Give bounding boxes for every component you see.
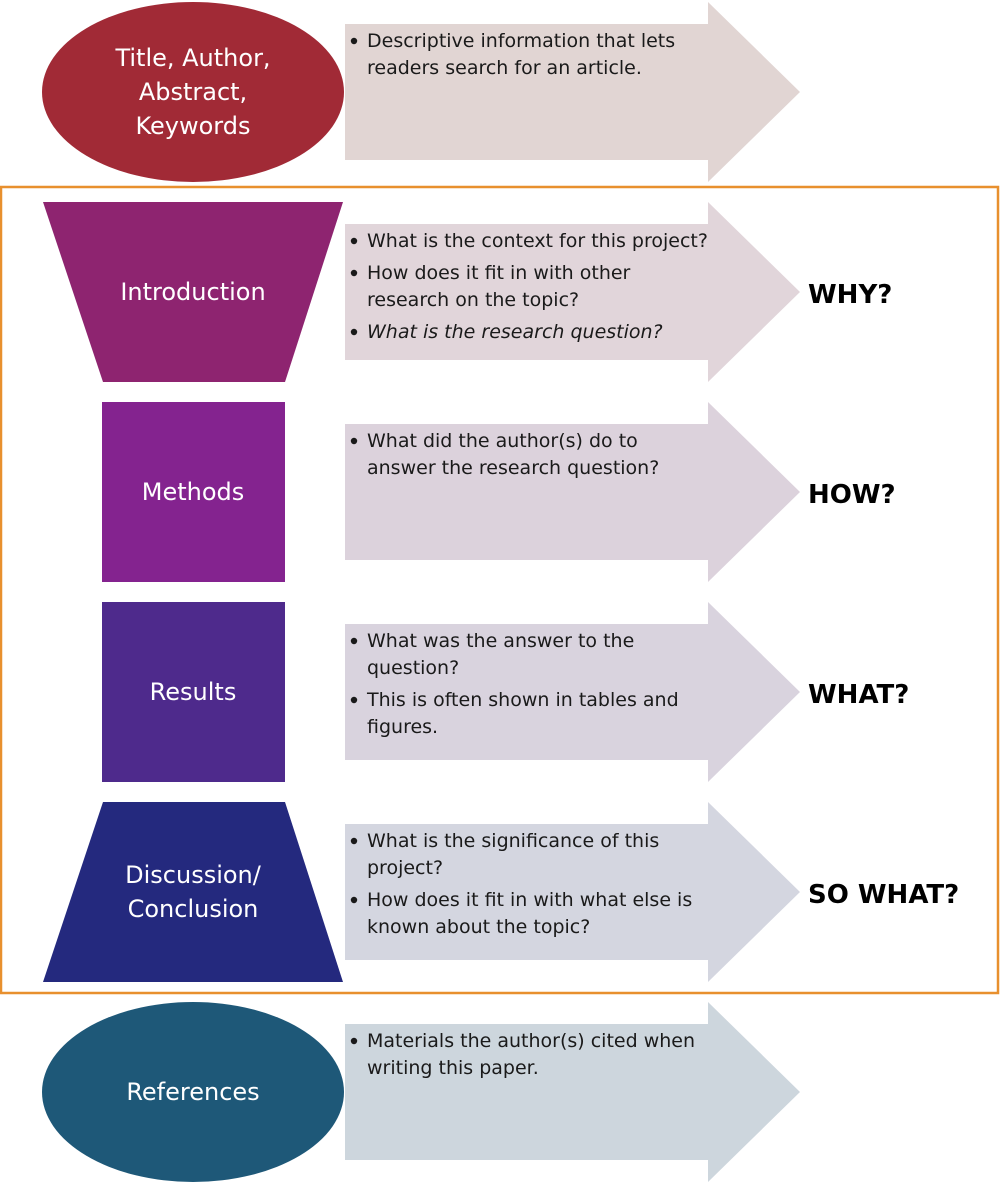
methods-bullet-text: answer the research question? (367, 457, 659, 479)
introduction-label: Introduction (120, 278, 265, 306)
bullet-dot (350, 37, 358, 45)
methods-bullet-text: What did the author(s) do to (367, 430, 638, 452)
results-bullet-text: figures. (367, 716, 438, 738)
discussion-funnel-up-shape (43, 802, 343, 982)
results-arrow-shape (345, 602, 800, 782)
results-bullet-text: This is often shown in tables and (366, 689, 679, 711)
bullet-dot (350, 896, 358, 904)
introduction-question-label: WHY? (808, 280, 892, 310)
section-results: Results What was the answer to the questio… (102, 602, 909, 782)
bullet-dot (350, 837, 358, 845)
introduction-bullet-text: research on the topic? (367, 289, 579, 311)
introduction-bullet-text: How does it fit in with other (367, 262, 631, 284)
introduction-funnel-down-shape (43, 202, 343, 382)
discussion-arrow-shape (345, 802, 800, 982)
introduction-bullet-text: What is the context for this project? (367, 230, 708, 252)
title-arrow-shape (345, 2, 800, 182)
results-question-label: WHAT? (808, 680, 909, 710)
discussion-question-label: SO WHAT? (808, 880, 959, 910)
bullet-dot (350, 637, 358, 645)
discussion-bullet-text: project? (367, 857, 443, 879)
bullet-dot (350, 269, 358, 277)
section-methods: Methods What did the author(s) do to answe… (102, 402, 896, 582)
title-label: Abstract, (139, 78, 247, 106)
results-rectangle-shape (102, 602, 285, 782)
section-discussion: Discussion/Conclusion What is the signifi… (43, 802, 959, 982)
section-references: References Materials the author(s) cited … (42, 1002, 800, 1182)
title-bullet-text: Descriptive information that lets (367, 30, 675, 52)
title-bullet-text: readers search for an article. (367, 57, 642, 79)
bullet-dot (350, 1037, 358, 1045)
title-label: Keywords (135, 112, 250, 140)
bullet-dot (350, 237, 358, 245)
discussion-bullet-text: known about the topic? (367, 916, 590, 938)
title-oval-shape (42, 2, 344, 182)
introduction-bullet-text: What is the research question? (367, 321, 663, 343)
results-bullet-text: What was the answer to the (367, 630, 634, 652)
bullet-dot (350, 437, 358, 445)
methods-question-label: HOW? (808, 480, 896, 510)
results-label: Results (150, 678, 237, 706)
references-oval-shape (42, 1002, 344, 1182)
bullet-dot (350, 696, 358, 704)
references-bullet-text: Materials the author(s) cited when (367, 1030, 695, 1052)
references-bullet-text: writing this paper. (367, 1057, 539, 1079)
methods-label: Methods (142, 478, 245, 506)
references-label: References (126, 1078, 259, 1106)
core-sections-frame (0, 185, 1000, 995)
bullet-dot (350, 328, 358, 336)
section-title: Title, Author, Abstract, Keywords Descripti… (42, 2, 800, 182)
discussion-label: Conclusion (128, 895, 259, 923)
methods-arrow-shape (345, 402, 800, 582)
discussion-bullet-text: How does it fit in with what else is (367, 889, 692, 911)
discussion-label: Discussion/ (125, 861, 262, 889)
references-arrow-shape (345, 1002, 800, 1182)
introduction-arrow-shape (345, 202, 800, 382)
discussion-bullet-text: What is the significance of this (367, 830, 659, 852)
results-bullet-text: question? (367, 657, 459, 679)
methods-rectangle-shape (102, 402, 285, 582)
title-label: Title, Author, (114, 44, 270, 72)
section-introduction: Introduction What is the context for this… (43, 202, 892, 382)
